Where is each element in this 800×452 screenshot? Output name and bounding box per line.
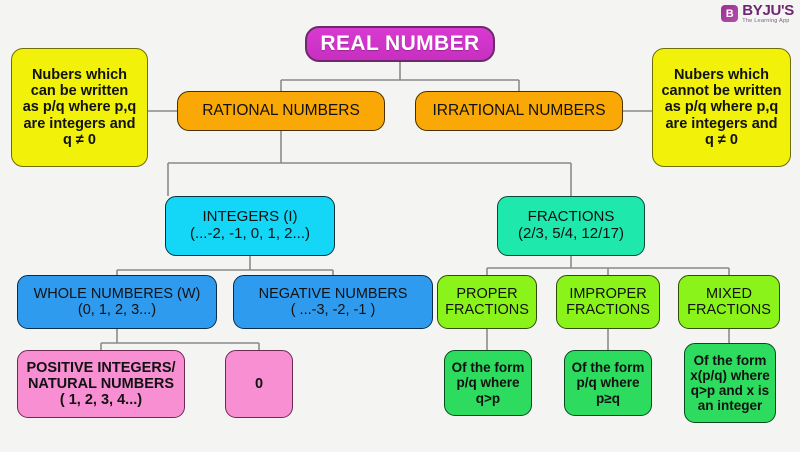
node-positive-integers[interactable]: POSITIVE INTEGERS/ NATURAL NUMBERS ( 1, … (17, 350, 185, 418)
node-negative-numbers[interactable]: NEGATIVE NUMBERS ( ...-3, -2, -1 ) (233, 275, 433, 329)
def-line-1: x(p/q) where (690, 367, 770, 383)
node-whole-numbers[interactable]: WHOLE NUMBERES (W) (0, 1, 2, 3...) (17, 275, 217, 329)
note-line-1: cannot be written (661, 83, 782, 100)
def-line-2: q>p and x is (690, 383, 770, 398)
node-improper-fractions-line-0: IMPROPER (569, 285, 647, 302)
node-positive-integers-line-1: NATURAL NUMBERS (27, 375, 175, 392)
note-line-3: are integers and (665, 115, 778, 132)
node-improper-fraction-definition[interactable]: Of the form p/q where p≥q (564, 350, 652, 416)
node-rational-numbers[interactable]: RATIONAL NUMBERS (177, 91, 385, 131)
node-mixed-fractions-line-0: MIXED (706, 285, 752, 302)
note-line-2: as p/q where p,q (664, 99, 779, 116)
node-negative-numbers-line-0: NEGATIVE NUMBERS (258, 285, 408, 302)
note-line-0: Nubers which (673, 66, 770, 83)
note-line-4: q ≠ 0 (705, 131, 738, 148)
node-improper-fractions-line-1: FRACTIONS (566, 302, 650, 318)
def-line-2: p≥q (596, 390, 620, 406)
node-irrational-definition-note[interactable]: Nubers which cannot be written as p/q wh… (652, 48, 791, 167)
def-line-1: p/q where (576, 375, 640, 391)
node-fractions-line-1: (2/3, 5/4, 12/17) (518, 225, 624, 242)
node-fractions[interactable]: FRACTIONS (2/3, 5/4, 12/17) (497, 196, 645, 256)
brand-name: BYJU'S (742, 2, 794, 19)
note-line-3: are integers and (23, 115, 136, 132)
node-positive-integers-line-0: POSITIVE INTEGERS/ (26, 359, 176, 376)
node-real-number-line-0: REAL NUMBER (320, 32, 480, 56)
node-rational-numbers-label: RATIONAL NUMBERS (202, 102, 360, 120)
node-rational-definition-note[interactable]: Nubers which can be written as p/q where… (11, 48, 148, 167)
note-line-1: can be written (30, 83, 129, 100)
note-line-0: Nubers which (31, 66, 128, 83)
node-integers[interactable]: INTEGERS (I) (...-2, -1, 0, 1, 2...) (165, 196, 335, 256)
def-line-0: Of the form (451, 360, 525, 376)
brand-tagline: The Learning App (742, 18, 790, 24)
def-line-0: Of the form (571, 360, 645, 376)
node-proper-fraction-definition[interactable]: Of the form p/q where q>p (444, 350, 532, 416)
node-improper-fractions[interactable]: IMPROPER FRACTIONS (556, 275, 660, 329)
byjus-logo-icon: B (721, 5, 739, 23)
node-proper-fractions-line-0: PROPER (456, 285, 518, 302)
node-proper-fractions[interactable]: PROPER FRACTIONS (437, 275, 537, 329)
node-zero[interactable]: 0 (225, 350, 293, 418)
def-line-1: p/q where (456, 375, 520, 391)
note-line-2: as p/q where p,q (22, 99, 137, 116)
node-real-number[interactable]: REAL NUMBER (305, 26, 495, 62)
node-mixed-fractions[interactable]: MIXED FRACTIONS (678, 275, 780, 329)
def-line-3: an integer (697, 398, 763, 414)
node-zero-label: 0 (254, 375, 264, 392)
node-irrational-numbers[interactable]: IRRATIONAL NUMBERS (415, 91, 623, 131)
node-mixed-fraction-definition[interactable]: Of the form x(p/q) where q>p and x is an… (684, 343, 776, 423)
node-mixed-fractions-line-1: FRACTIONS (687, 302, 771, 318)
def-line-2: q>p (475, 390, 501, 406)
node-whole-numbers-line-0: WHOLE NUMBERES (W) (33, 285, 201, 302)
node-proper-fractions-line-1: FRACTIONS (445, 302, 529, 318)
byjus-logo[interactable]: B BYJU'S The Learning App (721, 3, 794, 25)
node-whole-numbers-line-1: (0, 1, 2, 3...) (77, 302, 157, 318)
node-integers-line-1: (...-2, -1, 0, 1, 2...) (189, 225, 311, 242)
byjus-wordmark: BYJU'S The Learning App (742, 3, 794, 25)
node-integers-line-0: INTEGERS (I) (202, 208, 298, 226)
node-negative-numbers-line-1: ( ...-3, -2, -1 ) (290, 302, 376, 318)
def-line-0: Of the form (693, 352, 767, 368)
note-line-4: q ≠ 0 (63, 131, 96, 148)
node-fractions-line-0: FRACTIONS (527, 208, 615, 226)
node-positive-integers-line-2: ( 1, 2, 3, 4...) (59, 392, 143, 409)
node-irrational-numbers-label: IRRATIONAL NUMBERS (432, 102, 606, 120)
